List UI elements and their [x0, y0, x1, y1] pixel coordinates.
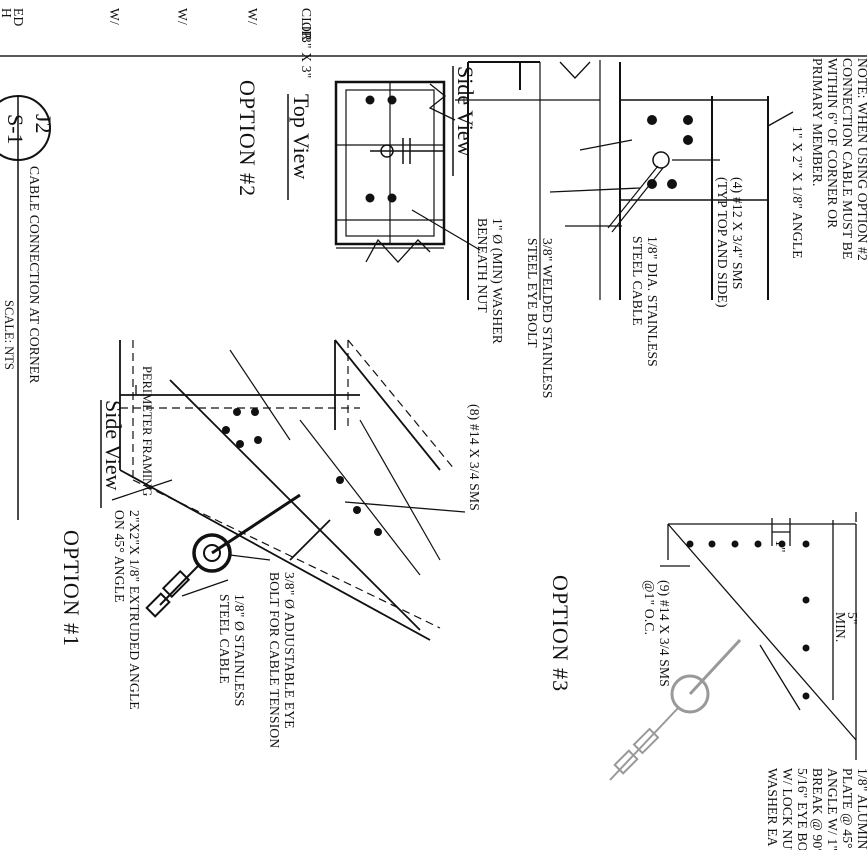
callout-washer-line1: 1" Ø (MIN) WASHER	[490, 218, 505, 344]
detail-title-block: J2 S-1 CABLE CONNECTION AT CORNER SCALE:…	[0, 95, 56, 520]
fragment-text-2: H	[0, 8, 14, 18]
fragment-text-3: CLIP	[299, 8, 314, 38]
fragment-text-5: 3" X 3"	[299, 36, 314, 78]
option1-sms8-callout: (8) #14 X 3/4 SMS	[467, 404, 482, 511]
option2-side-view-geometry	[428, 60, 769, 300]
callout-cable-line1: 1/8" DIA. STAINLESS	[645, 236, 660, 367]
option3-eye-bolt	[609, 638, 742, 781]
option1-cable-line1: 1/8" Ø STAINLESS	[232, 594, 247, 707]
option3-plate-note-2: PLATE @ 45°	[840, 768, 855, 849]
option2-note-line1: NOTE: WHEN USING OPTION #2	[855, 58, 867, 261]
option3-sms9-line2: @1" O.C.	[642, 580, 657, 635]
option3-dim-5in: 5"	[845, 612, 860, 625]
option2-top-eye	[370, 138, 444, 164]
option2-group: NOTE: WHEN USING OPTION #2 CONNECTION CA…	[235, 58, 867, 399]
fragment-text-7: W/	[175, 8, 190, 25]
detail-scale: SCALE: NTS	[2, 300, 16, 370]
option2-eye-bolt	[607, 151, 670, 233]
option1-cable-line2: STEEL CABLE	[217, 594, 232, 684]
option2-note-line3: WITHIN 6" OF CORNER OR	[825, 58, 840, 228]
detail-sheet: S-1	[3, 114, 28, 145]
fragment-text-6: W/	[107, 8, 122, 25]
fragment-text-1: ED	[11, 8, 26, 26]
option2-title: OPTION #2	[235, 80, 260, 197]
callout-eyebolt-line2: STEEL EYE BOLT	[525, 238, 540, 348]
option3-plate-note-1: 1/8" ALUMINU	[855, 768, 867, 850]
option3-leaders	[660, 565, 801, 711]
fragment-text-4: OR	[299, 22, 314, 41]
option2-side-view-label: Side View	[453, 66, 478, 157]
fragment-text-8: W/	[245, 8, 260, 25]
option3-plate-note-4: BREAK @ 90° V	[810, 768, 825, 850]
option2-top-view-geometry	[334, 80, 446, 263]
option2-note-line2: CONNECTION CABLE MUST BE	[840, 58, 855, 259]
option2-leaders	[411, 111, 794, 251]
option1-perimeter-callout: PERIMETER FRAMING	[140, 366, 154, 496]
option3-bolt-dots	[686, 540, 810, 700]
callout-cable-line2: STEEL CABLE	[630, 236, 645, 326]
option3-title: OPTION #3	[548, 575, 573, 692]
option1-angle45-line1: 2"X2"X 1/8" EXTRUDED ANGLE	[127, 510, 142, 710]
option1-bolt-dots	[222, 408, 382, 536]
option1-leaders	[111, 385, 466, 597]
option1-framing	[119, 339, 456, 641]
option2-top-bolt-dots	[365, 95, 397, 203]
detail-id: J2	[31, 114, 56, 134]
option2-note-line4: PRIMARY MEMBER.	[810, 58, 825, 187]
callout-eyebolt-line1: 3/8" WELDED STAINLESS	[540, 238, 555, 399]
callout-washer-line2: BENEATH NUT	[475, 218, 490, 313]
option2-top-view-label: Top View	[289, 94, 314, 179]
option3-plate-note-6: W/ LOCK NUT,	[780, 768, 795, 850]
option1-angle45-line2: ON 45° ANGLE	[112, 510, 127, 603]
option1-adjustable-eye-bolt	[145, 493, 301, 618]
detail-title: CABLE CONNECTION AT CORNER	[27, 166, 42, 384]
option3-sms9-line1: (9) #14 X 3/4 SMS	[657, 580, 672, 687]
option1-group: PERIMETER FRAMING (8) #14 X 3/4 SMS 2"X2…	[59, 339, 482, 748]
option3-plate-note-5: 5/16" EYE BOL	[795, 768, 810, 850]
option3-dim-min: MIN.	[833, 612, 848, 642]
option1-side-view-label: Side View	[101, 400, 126, 491]
option3-group: 1" 5" MIN. (9) #14 X 3/4 SMS @1" O.C. OP…	[548, 512, 867, 855]
callout-angle: 1" X 2" X 1/8" ANGLE	[790, 126, 805, 259]
callout-sms-line2: (TYP TOP AND SIDE)	[715, 177, 730, 308]
callout-sms-line1: (4) #12 X 3/4" SMS	[730, 177, 745, 290]
option1-adjbolt-line1: 3/8" Ø ADJUSTABLE EYE	[282, 572, 297, 729]
option1-adjbolt-line2: BOLT FOR CABLE TENSION	[267, 572, 282, 748]
option3-plate-geometry	[667, 512, 857, 760]
option3-dim-1in: 1"	[773, 540, 788, 553]
option3-plate-note-7: WASHER EA SI	[765, 768, 780, 850]
option3-plate-note-3: ANGLE W/ 1"	[825, 768, 840, 850]
option1-title: OPTION #1	[59, 530, 84, 647]
option2-bolt-dots	[647, 115, 693, 189]
